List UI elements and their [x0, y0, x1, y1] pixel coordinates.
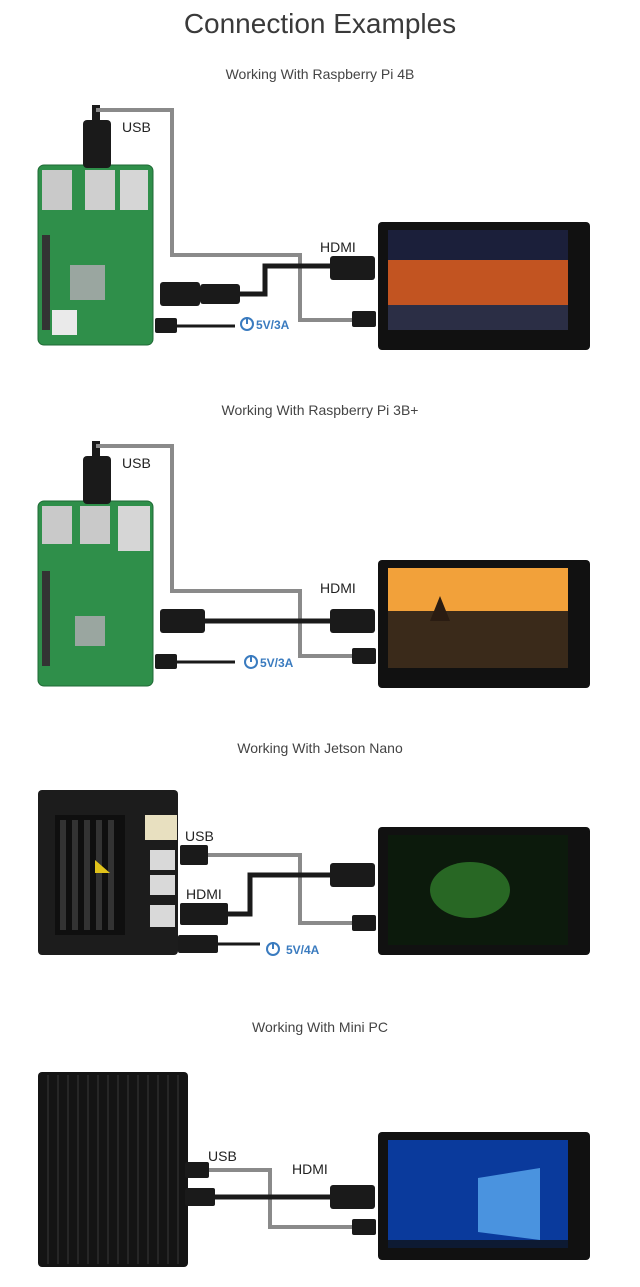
power-icon [266, 942, 280, 956]
usb-label: USB [122, 119, 151, 135]
power-icon [240, 317, 254, 331]
connection-diagram-minipc: USB HDMI [38, 1072, 590, 1267]
power-label: 5V/3A [260, 656, 294, 670]
hdmi-label: HDMI [292, 1161, 328, 1177]
usb-cable [208, 853, 355, 925]
usb-label: USB [208, 1148, 237, 1164]
usb-cable [96, 108, 355, 322]
section-heading-pi3b: Working With Raspberry Pi 3B+ [221, 402, 419, 418]
section-heading-pi4b: Working With Raspberry Pi 4B [225, 66, 415, 82]
hdmi-label: HDMI [320, 239, 356, 255]
usb-plug [83, 456, 111, 504]
usb-cable [96, 444, 355, 658]
section-heading-jetson: Working With Jetson Nano [237, 740, 403, 756]
page-title: Connection Examples [183, 8, 457, 39]
power-icon [244, 655, 258, 669]
hdmi-cable [228, 872, 335, 917]
usb-label: USB [185, 828, 214, 844]
power-label: 5V/4A [286, 943, 320, 957]
power-label: 5V/3A [256, 318, 290, 332]
usb-label: USB [122, 455, 151, 471]
section-heading-minipc: Working With Mini PC [252, 1019, 388, 1035]
hdmi-label: HDMI [186, 886, 222, 902]
usb-plug [83, 120, 111, 168]
mini-pc-case [38, 1072, 188, 1267]
connection-diagram-jetson: USB HDMI 5V/4A [38, 790, 590, 957]
connection-diagram-pi4b: USB HDMI 5V/3A [37, 105, 590, 350]
hdmi-label: HDMI [320, 580, 356, 596]
connection-diagram-pi3b: USB HDMI 5V/3A [37, 441, 590, 688]
